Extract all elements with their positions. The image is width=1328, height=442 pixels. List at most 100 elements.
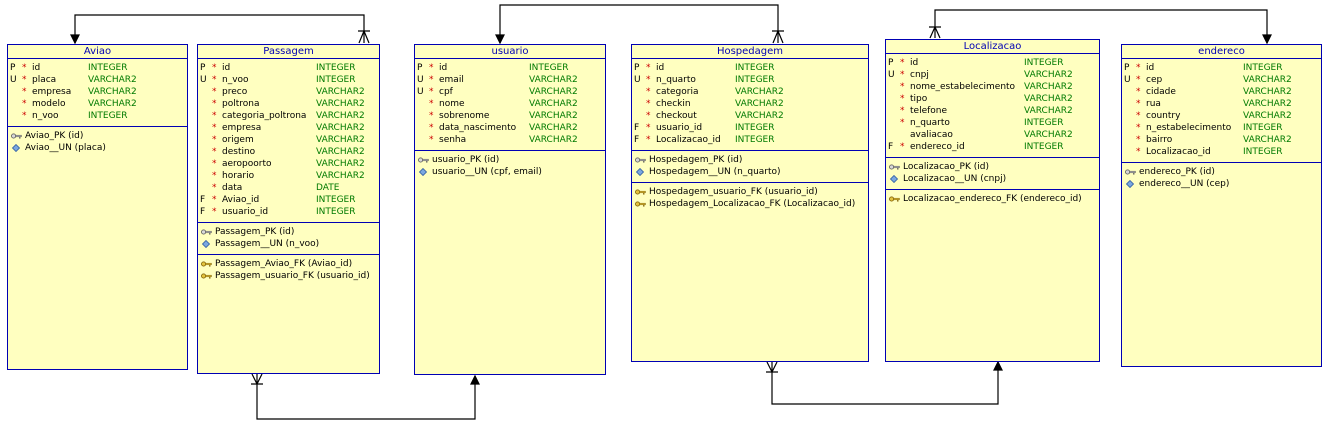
- column-type: VARCHAR2: [1243, 87, 1292, 97]
- key-row[interactable]: Localizacao__UN (cnpj): [886, 173, 1099, 185]
- required-marker: *: [212, 99, 217, 109]
- required-marker: *: [900, 94, 905, 104]
- required-marker: *: [429, 63, 434, 73]
- required-marker: *: [646, 135, 651, 145]
- column-name: Localizacao_id: [656, 135, 721, 145]
- foreign-key-row[interactable]: Hospedagem_Localizacao_FK (Localizacao_i…: [632, 198, 868, 210]
- column-key-flag: F: [634, 123, 640, 133]
- key-row[interactable]: Passagem__UN (n_voo): [198, 238, 379, 250]
- key-row[interactable]: Aviao__UN (placa): [8, 142, 187, 154]
- key-row[interactable]: endereco__UN (cep): [1122, 178, 1321, 190]
- column-type: VARCHAR2: [735, 111, 784, 121]
- foreign-key-row[interactable]: Passagem_Aviao_FK (Aviao_id): [198, 258, 379, 270]
- column-type: VARCHAR2: [529, 87, 578, 97]
- key-row[interactable]: Aviao_PK (id): [8, 130, 187, 142]
- key-label: Localizacao__UN (cnpj): [903, 174, 1007, 184]
- primary-key-icon: [635, 156, 646, 164]
- column-name: id: [439, 63, 448, 73]
- column-type: INTEGER: [1024, 142, 1064, 152]
- foreign-key-row[interactable]: Passagem_usuario_FK (usuario_id): [198, 270, 379, 282]
- key-row[interactable]: endereco_PK (id): [1122, 166, 1321, 178]
- column-type: VARCHAR2: [316, 159, 365, 169]
- unique-key-icon: [1125, 179, 1136, 189]
- foreign-key-label: Hospedagem_usuario_FK (usuario_id): [649, 187, 818, 197]
- foreign-key-row[interactable]: Hospedagem_usuario_FK (usuario_id): [632, 186, 868, 198]
- column-type: INTEGER: [316, 207, 356, 217]
- key-row[interactable]: Hospedagem_PK (id): [632, 154, 868, 166]
- column-name: checkout: [656, 111, 697, 121]
- column-name: nome_estabelecimento: [910, 82, 1016, 92]
- key-row[interactable]: Localizacao_PK (id): [886, 161, 1099, 173]
- column-name: poltrona: [222, 99, 260, 109]
- key-row[interactable]: usuario__UN (cpf, email): [415, 166, 605, 178]
- foreign-key-row[interactable]: Localizacao_endereco_FK (endereco_id): [886, 193, 1099, 205]
- required-marker: *: [900, 58, 905, 68]
- required-marker: *: [212, 87, 217, 97]
- key-row[interactable]: Hospedagem__UN (n_quarto): [632, 166, 868, 178]
- key-row[interactable]: usuario_PK (id): [415, 154, 605, 166]
- key-row[interactable]: Passagem_PK (id): [198, 226, 379, 238]
- column-name: horario: [222, 171, 255, 181]
- column-name: categoria_poltrona: [222, 111, 307, 121]
- key-label: Aviao_PK (id): [25, 131, 84, 141]
- required-marker: *: [212, 195, 217, 205]
- unique-key-icon: [201, 239, 212, 249]
- column-name: Localizacao_id: [1146, 147, 1211, 157]
- required-marker: *: [22, 75, 27, 85]
